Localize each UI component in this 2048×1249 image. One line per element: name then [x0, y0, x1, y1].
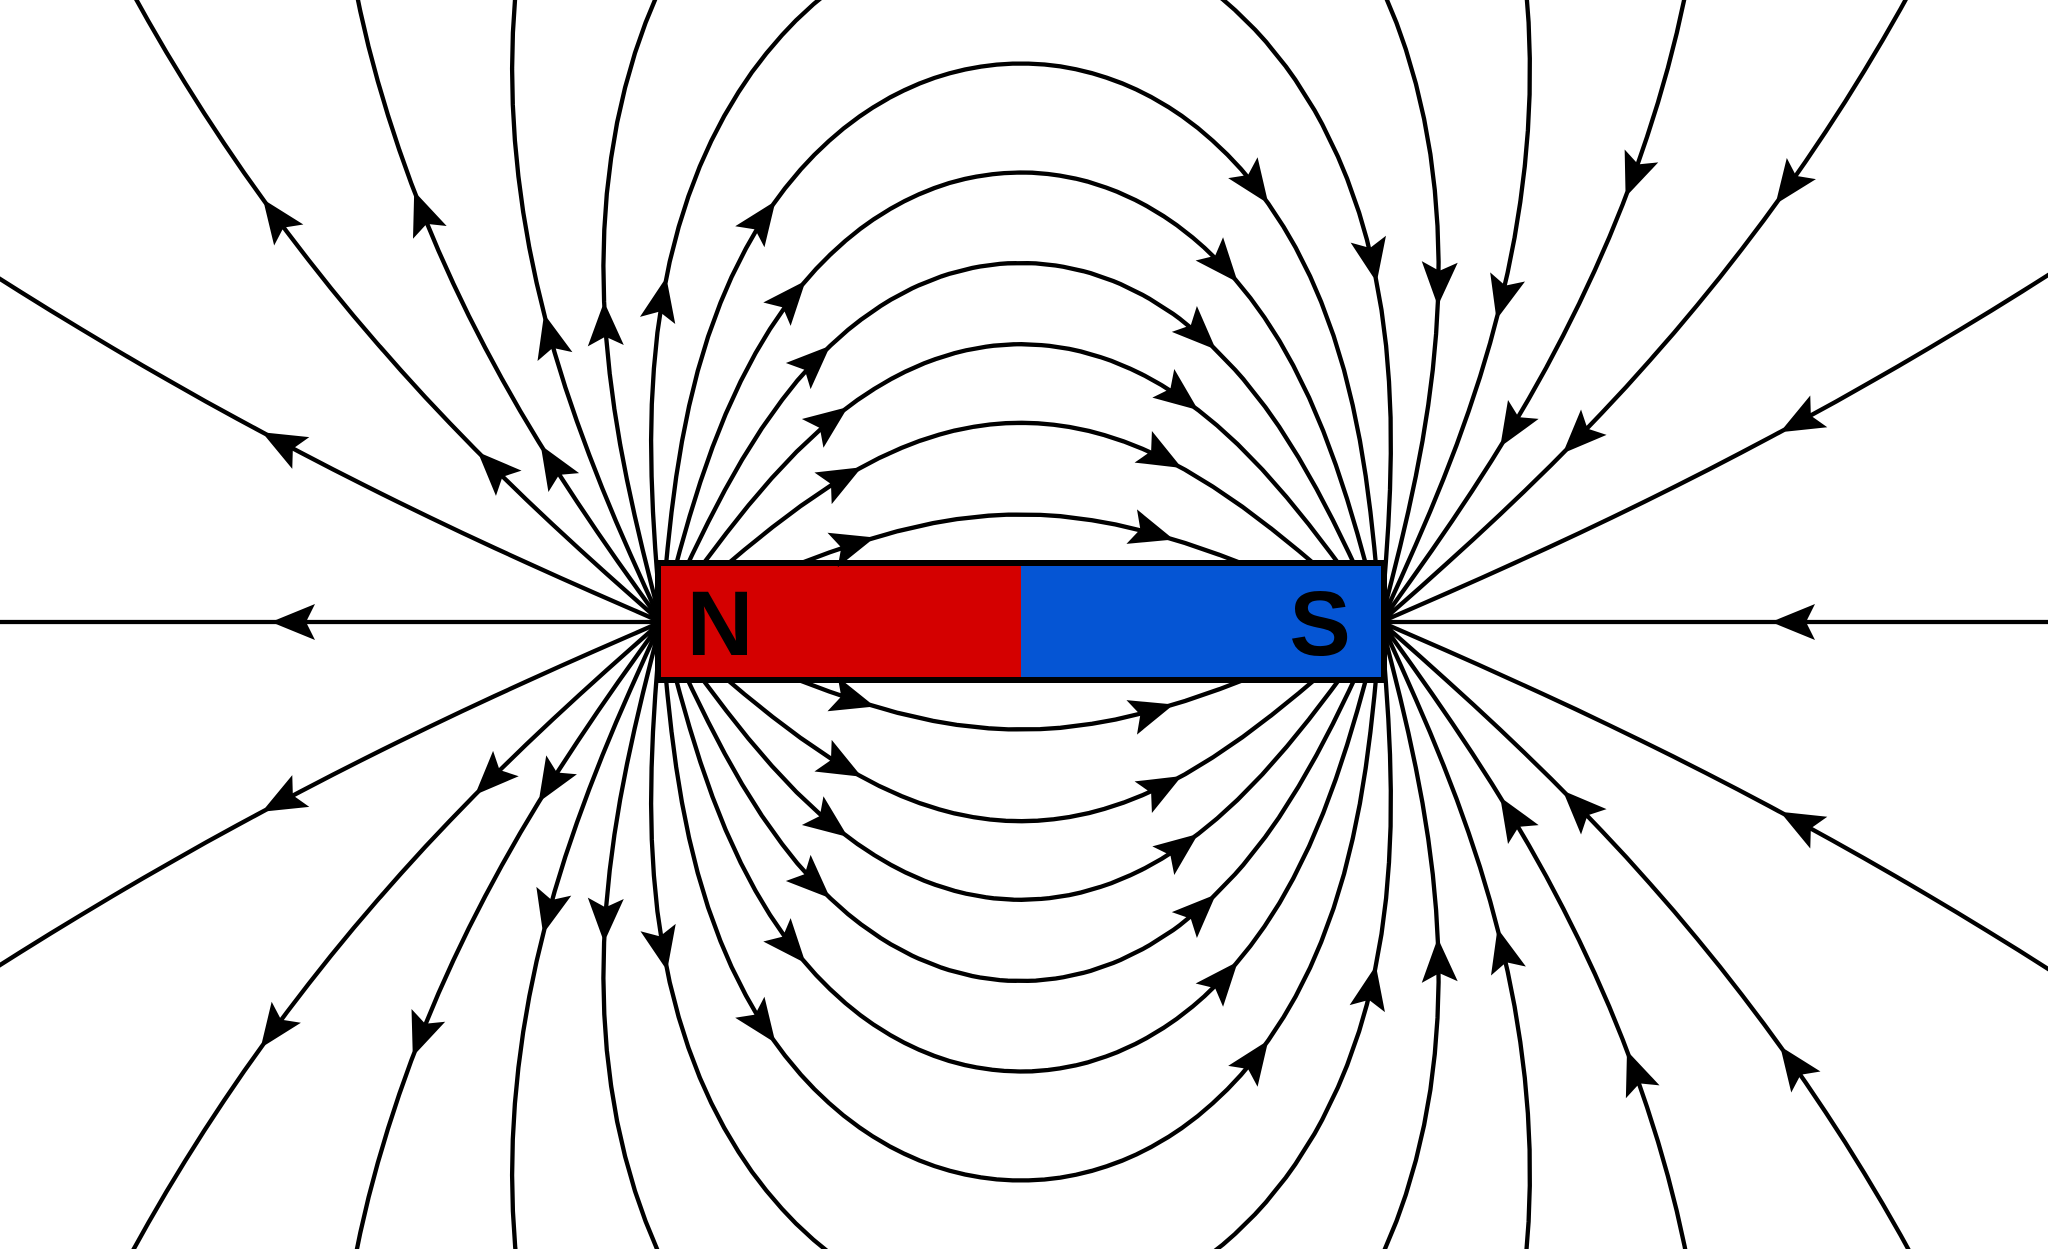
flow-arrowhead-icon [801, 407, 848, 448]
field-line [658, 260, 1384, 625]
flow-arrowhead-icon [1775, 158, 1816, 205]
field-line [658, 170, 1384, 625]
flow-arrowhead-icon [540, 445, 580, 493]
flow-arrowhead-icon [814, 467, 862, 505]
field-line [1378, 619, 2048, 972]
field-line [658, 619, 1384, 1074]
flow-arrowhead-icon [477, 452, 522, 496]
flow-arrowhead-icon [827, 676, 875, 712]
flow-arrowheads-group [260, 149, 1828, 1099]
field-line [509, 0, 1532, 625]
field-line [658, 61, 1384, 625]
flow-arrowhead-icon [1421, 261, 1458, 306]
flow-arrowhead-icon [1625, 1050, 1660, 1099]
field-line [601, 619, 1441, 1249]
field-line [658, 619, 1384, 1183]
flow-arrowhead-icon [411, 1008, 446, 1057]
field-line [658, 342, 1384, 625]
field-line [354, 619, 1688, 1249]
flow-arrowhead-icon [1152, 369, 1199, 411]
flow-arrowhead-icon [763, 918, 806, 964]
flow-arrowhead-icon [537, 313, 573, 361]
flow-arrowhead-icon [1780, 811, 1828, 849]
flow-arrowhead-icon [587, 897, 624, 943]
flow-arrowhead-icon [827, 532, 875, 568]
flow-arrowhead-icon [785, 854, 831, 899]
flow-arrowhead-icon [1500, 797, 1539, 844]
flow-arrowhead-icon [412, 191, 447, 239]
flow-arrowhead-icon [1780, 395, 1828, 433]
field-line [601, 0, 1441, 625]
flow-arrowhead-icon [1126, 509, 1174, 544]
flow-arrowhead-icon [640, 923, 676, 971]
field-line [1378, 272, 2048, 625]
flow-arrowhead-icon [785, 345, 831, 390]
bar-magnet: N S [655, 560, 1387, 683]
flow-arrowhead-icon [1171, 306, 1216, 350]
flow-arrowhead-icon [1350, 235, 1386, 283]
field-line [0, 276, 664, 625]
field-line [134, 0, 1908, 625]
south-pole-half [1021, 563, 1384, 680]
flow-arrowhead-icon [587, 301, 624, 347]
flow-arrowhead-icon [271, 604, 315, 640]
flow-arrowhead-icon [538, 755, 577, 803]
flow-arrowhead-icon [1562, 790, 1607, 835]
flow-arrowhead-icon [1195, 961, 1238, 1007]
flow-arrowhead-icon [735, 201, 776, 248]
flow-arrowhead-icon [1152, 833, 1199, 875]
field-line [131, 619, 1911, 1249]
flow-arrowhead-icon [1491, 928, 1526, 976]
flow-arrowhead-icon [1490, 272, 1526, 320]
flow-arrowhead-icon [1134, 431, 1182, 468]
flow-arrowhead-icon [1228, 157, 1269, 204]
flow-arrowhead-icon [263, 199, 304, 246]
flow-arrowhead-icon [1126, 700, 1174, 735]
field-line [658, 619, 1384, 824]
flow-arrowhead-icon [260, 1001, 301, 1048]
flow-arrowhead-icon [1134, 776, 1182, 813]
flow-arrowhead-icon [814, 739, 862, 777]
magnet-border [655, 560, 1387, 683]
flow-arrowhead-icon [1771, 604, 1815, 640]
flow-arrowhead-icon [763, 280, 806, 326]
flow-arrowhead-icon [475, 750, 519, 795]
flow-arrowhead-icon [735, 996, 776, 1043]
north-pole-half [658, 563, 1021, 680]
flow-arrowhead-icon [1624, 149, 1659, 197]
flow-arrowhead-icon [1780, 1046, 1821, 1093]
field-line [509, 619, 1532, 1249]
field-line [0, 619, 664, 968]
field-line [658, 619, 1384, 902]
flow-arrowhead-icon [536, 886, 572, 934]
field-line [658, 619, 1384, 984]
flow-arrowhead-icon [801, 796, 848, 837]
flow-arrowhead-icon [1195, 237, 1238, 283]
flow-arrowhead-icon [1228, 1040, 1269, 1087]
flow-arrowhead-icon [262, 432, 310, 469]
north-pole-label: N [687, 573, 753, 675]
field-line [648, 0, 1393, 625]
field-line [648, 619, 1393, 1249]
flow-arrowhead-icon [1349, 965, 1385, 1013]
flow-arrowhead-icon [1500, 400, 1539, 447]
flow-arrowhead-icon [639, 277, 676, 324]
flow-arrowhead-icon [1562, 409, 1607, 454]
flow-arrowhead-icon [262, 775, 310, 812]
flow-arrowhead-icon [1171, 894, 1216, 938]
field-line [658, 420, 1384, 625]
flow-arrowhead-icon [1421, 938, 1458, 983]
south-pole-label: S [1289, 573, 1350, 675]
